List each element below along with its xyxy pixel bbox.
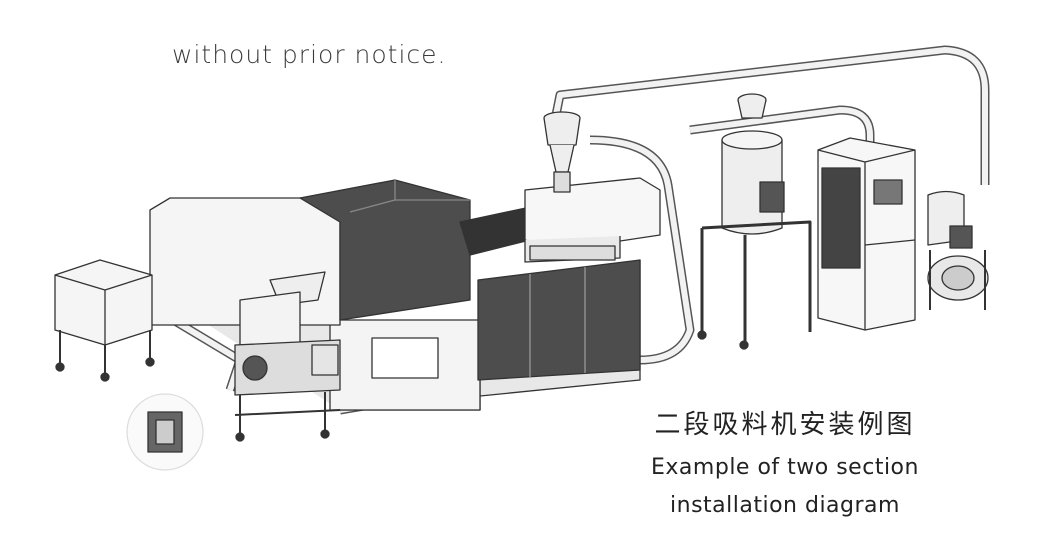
caption-english-line2: installation diagram — [670, 493, 900, 518]
granulator — [234, 271, 341, 442]
vacuum-loader-unit — [927, 190, 989, 310]
caption-chinese: 二段吸料机安装例图 — [654, 410, 916, 440]
hopper-receiver-injection — [543, 111, 581, 193]
injection-molding-machine — [149, 177, 661, 411]
detail-inset — [126, 393, 204, 471]
notice-text: without prior notice. — [172, 40, 447, 69]
caption-block: 二段吸料机安装例图 Example of two section install… — [620, 404, 950, 525]
dehumidifier-cabinet — [817, 137, 916, 331]
caption-english-line1: Example of two section — [651, 455, 919, 480]
hopper-dryer — [697, 93, 812, 350]
material-bin-cart — [54, 259, 155, 382]
